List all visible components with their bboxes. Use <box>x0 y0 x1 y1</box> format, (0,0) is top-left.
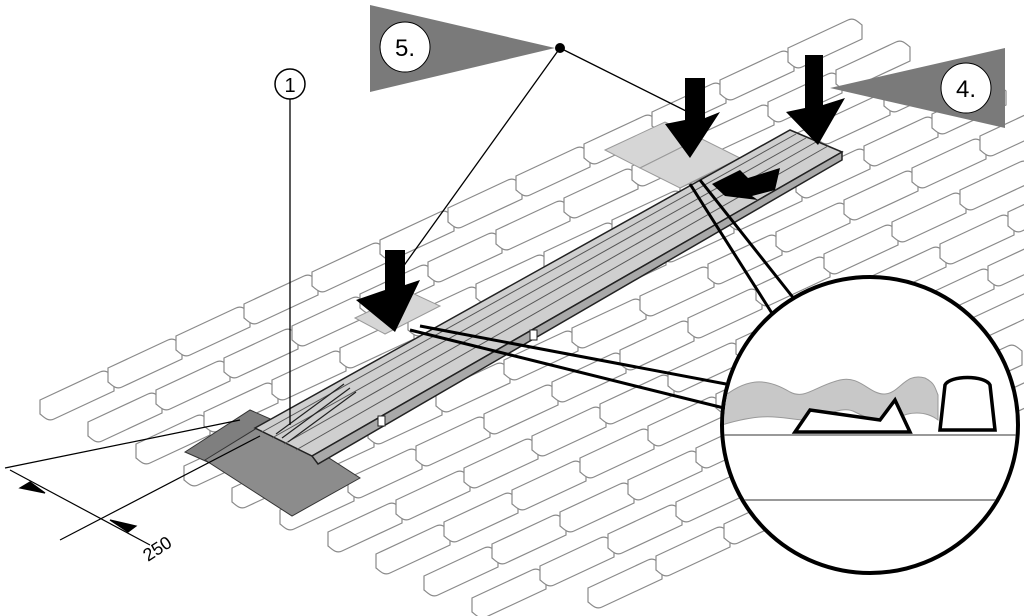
roof-tile <box>515 146 591 197</box>
mounting-rail <box>253 129 844 465</box>
roof-tile <box>599 374 675 425</box>
roof-tile <box>719 50 795 101</box>
roof-tile <box>447 178 523 229</box>
roof-tile <box>375 524 451 575</box>
roof-tile <box>135 414 211 465</box>
roof-tile <box>511 460 587 511</box>
step-5-label: 5. <box>395 35 415 62</box>
roof-tile <box>1007 203 1024 233</box>
roof-tile <box>707 234 783 285</box>
roof-tile <box>243 274 319 325</box>
roof-tile <box>415 416 491 467</box>
roof-tile <box>483 384 559 435</box>
roof-tile <box>843 170 919 221</box>
roof-tile <box>551 352 627 403</box>
step-4-label: 4. <box>956 76 976 103</box>
roof-tile <box>531 406 607 457</box>
arrow-left-icon <box>712 168 780 200</box>
roof-tile <box>775 202 851 253</box>
roof-tile <box>495 200 571 251</box>
roof-tile <box>639 266 715 317</box>
roof-tile <box>655 526 731 577</box>
roof-tile <box>327 502 403 553</box>
dimension-label: 250 <box>139 532 175 565</box>
magnifier-leaders <box>409 179 797 412</box>
roof-tile <box>587 558 663 609</box>
roof-tile <box>571 298 647 349</box>
roof-tile <box>959 160 1024 211</box>
roof-tile <box>795 148 871 199</box>
roof-tile <box>87 392 163 443</box>
roof-tile <box>863 116 939 167</box>
leader-lines <box>289 47 701 425</box>
roof-tile <box>395 470 471 521</box>
roof-tile <box>291 296 367 347</box>
roof-tile <box>503 330 579 381</box>
callout-step-4: 4. <box>830 48 1005 128</box>
roof-tile <box>787 18 863 69</box>
roof-tile <box>539 536 615 587</box>
roof-tile <box>911 138 987 189</box>
roof-tile <box>155 360 231 411</box>
roof-tile <box>607 504 683 555</box>
roof-tile <box>175 306 251 357</box>
roof-tile <box>107 338 183 389</box>
roof-tile <box>427 232 503 283</box>
roof-tile <box>627 450 703 501</box>
roof-tile <box>223 328 299 379</box>
roof-tile <box>347 448 423 499</box>
roof-tile <box>423 546 499 597</box>
roof-tile <box>311 242 387 293</box>
roof-tile <box>491 514 567 565</box>
roof-tile <box>463 438 539 489</box>
roof-tile <box>379 210 455 261</box>
roof-tile <box>563 168 639 219</box>
roof-tile <box>471 568 547 616</box>
arrow-down-icon <box>786 55 845 145</box>
detail-magnifier <box>720 275 1020 575</box>
roof-tile <box>979 114 1024 157</box>
arrow-down-icon <box>356 250 420 332</box>
roof-tile <box>559 482 635 533</box>
roof-tile <box>435 362 511 413</box>
roof-tile <box>579 428 655 479</box>
roof-tile <box>823 224 899 275</box>
item-1-marker: 1 <box>274 68 306 100</box>
roof-tile <box>203 382 279 433</box>
roof-tile <box>619 320 695 371</box>
callout-step-5: 5. <box>370 5 565 92</box>
roof-tile <box>443 492 519 543</box>
roof-tile <box>755 256 831 307</box>
roof-tile <box>987 248 1024 287</box>
arrow-down-icon <box>665 78 720 158</box>
roof-tile <box>39 370 115 421</box>
roof-tile <box>687 288 763 339</box>
roof-tile <box>939 214 1015 265</box>
item-1-label: 1 <box>284 75 295 97</box>
roof-tile <box>891 192 967 243</box>
